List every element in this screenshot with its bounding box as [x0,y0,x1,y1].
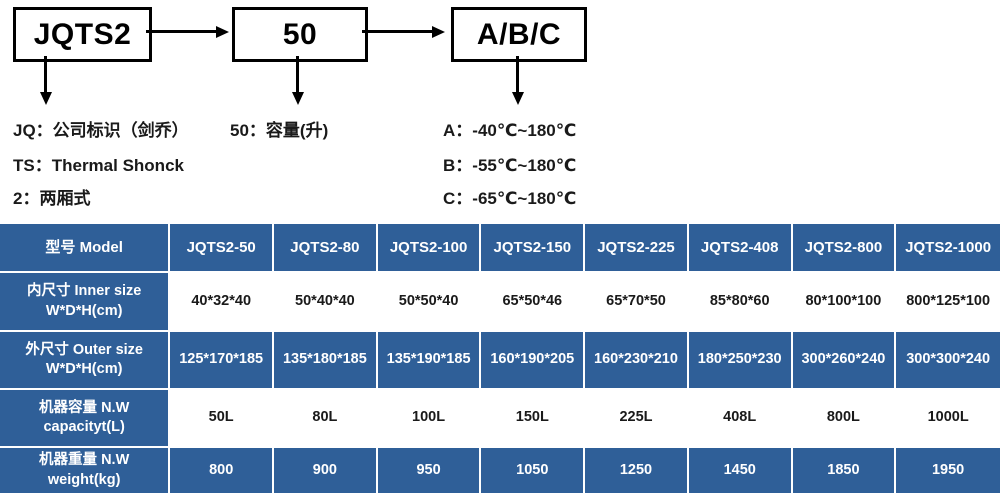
cell-weight-4: 1250 [585,448,689,495]
row-header-outer-size: 外尺寸 Outer size W*D*H(cm) [0,332,171,390]
arrowhead-model-down [39,92,52,105]
row-header-capacity: 机器容量 N.W capacityt(L) [0,390,171,448]
connector-model-down [44,56,47,94]
row-header-model-line1: 型号 Model [45,238,123,256]
connector-model-to-capacity [146,30,218,33]
model-code-diagram: JQTS2 50 A/B/C JQ：公司标识（剑乔） TS：Thermal Sh… [0,0,1000,212]
specification-table: 型号 Model JQTS2-50 JQTS2-80 JQTS2-100 JQT… [0,224,1000,495]
cell-weight-3: 1050 [481,448,586,495]
cell-outer-6: 300*260*240 [792,332,897,390]
cell-inner-1: 50*40*40 [274,273,378,332]
row-header-weight-line1: 机器重量 N.W [39,452,130,469]
cell-inner-6: 80*100*100 [792,273,897,332]
connector-capacity-down [296,56,299,94]
cell-capacity-1: 80L [274,390,378,448]
arrowhead-temperature-down [511,92,524,105]
cell-weight-1: 900 [274,448,378,495]
row-header-outer-size-line1: 外尺寸 Outer size [25,341,143,358]
cell-inner-2: 50*50*40 [377,273,482,332]
cell-capacity-7: 1000L [896,390,1000,448]
cell-model-7: JQTS2-1000 [896,224,1000,273]
diagram-box-model: JQTS2 [13,7,152,62]
legend-2: 2：两厢式 [13,189,91,208]
cell-outer-0: 125*170*185 [170,332,275,390]
cell-outer-2: 135*190*185 [377,332,482,390]
legend-ts: TS：Thermal Shonck [13,156,184,175]
cell-outer-3: 160*190*205 [481,332,586,390]
diagram-box-temperature: A/B/C [451,7,587,62]
legend-temp-a: A：-40℃~180℃ [443,121,577,140]
row-header-outer-size-line2: W*D*H(cm) [45,361,123,377]
cell-model-6: JQTS2-800 [792,224,897,273]
cell-weight-2: 950 [377,448,482,495]
cell-model-4: JQTS2-225 [585,224,689,273]
cell-capacity-5: 408L [688,390,793,448]
row-header-weight-line2: weight(kg) [47,471,121,488]
table-row-weight: 机器重量 N.W weight(kg) 800 900 950 1050 125… [0,448,1000,495]
connector-temperature-down [516,56,519,94]
connector-capacity-to-temperature [362,30,434,33]
diagram-box-capacity: 50 [232,7,368,62]
cell-weight-6: 1850 [792,448,897,495]
cell-outer-5: 180*250*230 [688,332,793,390]
cell-model-2: JQTS2-100 [377,224,482,273]
cell-weight-0: 800 [170,448,275,495]
row-header-capacity-line1: 机器容量 N.W [39,399,130,416]
table-row-inner-size: 内尺寸 Inner size W*D*H(cm) 40*32*40 50*40*… [0,273,1000,332]
table-row-outer-size: 外尺寸 Outer size W*D*H(cm) 125*170*185 135… [0,332,1000,390]
arrowhead-capacity-to-temperature [432,25,445,38]
table-row-model: 型号 Model JQTS2-50 JQTS2-80 JQTS2-100 JQT… [0,224,1000,273]
row-header-inner-size: 内尺寸 Inner size W*D*H(cm) [0,273,171,332]
cell-inner-7: 800*125*100 [896,273,1000,332]
cell-capacity-6: 800L [792,390,897,448]
cell-weight-5: 1450 [688,448,793,495]
legend-jq: JQ：公司标识（剑乔） [13,121,189,140]
cell-outer-7: 300*300*240 [896,332,1000,390]
row-header-model: 型号 Model [0,224,171,273]
table-row-capacity: 机器容量 N.W capacityt(L) 50L 80L 100L 150L … [0,390,1000,448]
cell-inner-3: 65*50*46 [481,273,586,332]
row-header-inner-size-line1: 内尺寸 Inner size [26,283,142,300]
cell-model-5: JQTS2-408 [688,224,793,273]
cell-model-3: JQTS2-150 [481,224,586,273]
cell-model-0: JQTS2-50 [170,224,275,273]
legend-temp-c: C：-65℃~180℃ [443,189,577,208]
cell-weight-7: 1950 [896,448,1000,495]
cell-inner-5: 85*80*60 [688,273,793,332]
legend-capacity: 50：容量(升) [230,121,329,140]
cell-capacity-0: 50L [170,390,275,448]
arrowhead-model-to-capacity [216,25,229,38]
row-header-weight: 机器重量 N.W weight(kg) [0,448,171,495]
cell-capacity-4: 225L [585,390,689,448]
cell-capacity-3: 150L [481,390,586,448]
row-header-inner-size-line2: W*D*H(cm) [45,302,123,319]
row-header-capacity-line2: capacityt(L) [43,419,125,435]
cell-inner-4: 65*70*50 [585,273,689,332]
cell-inner-0: 40*32*40 [170,273,275,332]
cell-outer-1: 135*180*185 [274,332,378,390]
legend-temp-b: B：-55℃~180℃ [443,156,577,175]
arrowhead-capacity-down [291,92,304,105]
cell-outer-4: 160*230*210 [585,332,689,390]
cell-model-1: JQTS2-80 [274,224,378,273]
cell-capacity-2: 100L [377,390,482,448]
